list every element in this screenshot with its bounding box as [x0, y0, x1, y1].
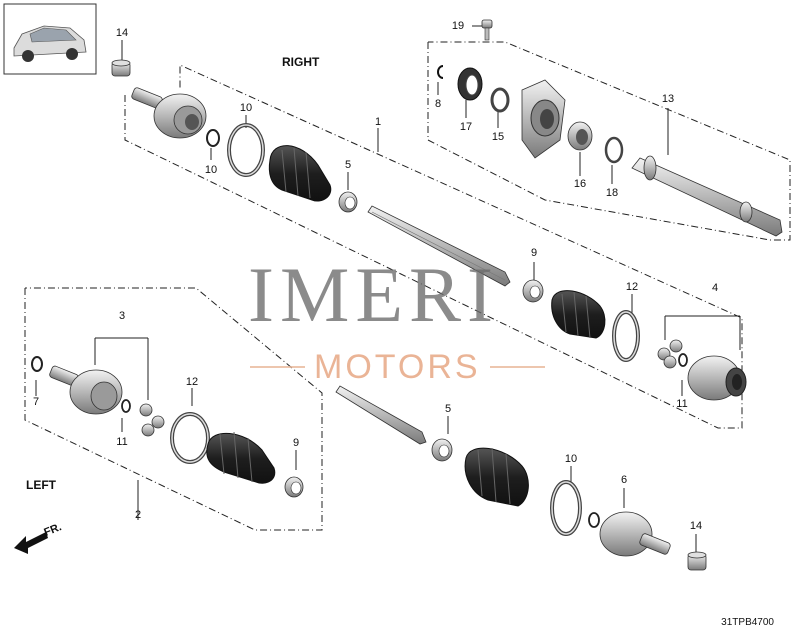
snap-ring-18[interactable]: [604, 136, 624, 164]
callout-2: 2: [134, 509, 142, 521]
inner-housing-right[interactable]: [687, 355, 747, 401]
vehicle-thumbnail-icon: [3, 3, 97, 75]
drawing-code: 31TPB4700: [721, 617, 774, 628]
seal-17[interactable]: [457, 67, 483, 101]
nut-14-top[interactable]: [111, 59, 131, 77]
callout-7: 7: [32, 396, 40, 408]
tripod-joint-left[interactable]: [139, 403, 165, 437]
boot-band-12-left[interactable]: [170, 412, 210, 464]
boot-band-9-right[interactable]: [522, 279, 544, 303]
front-direction-arrow-icon: [14, 532, 48, 554]
watermark-rule-right: [490, 366, 545, 368]
boot-band-10-right-large[interactable]: [227, 123, 265, 177]
outer-cv-joint-right[interactable]: [131, 87, 207, 139]
boot-left-inner[interactable]: [206, 431, 276, 484]
callout-11: 11: [116, 436, 128, 448]
callout-14: 14: [689, 520, 703, 532]
circlip-15[interactable]: [490, 87, 510, 113]
snap-ring-8[interactable]: [437, 65, 444, 79]
callout-17: 17: [459, 121, 473, 133]
callout-9: 9: [530, 247, 538, 259]
boot-right-outer[interactable]: [268, 145, 332, 202]
watermark-main: IMERI: [248, 251, 499, 338]
watermark-rule-left: [250, 366, 305, 368]
shaft-right[interactable]: [367, 205, 511, 287]
outer-cv-joint-6[interactable]: [588, 511, 671, 557]
callout-8: 8: [434, 98, 442, 110]
circlip-11-left[interactable]: [121, 399, 131, 413]
callout-16: 16: [573, 178, 587, 190]
boot-band-10-left[interactable]: [550, 480, 582, 536]
assembly-frame-right: [124, 64, 743, 429]
callout-19: 19: [451, 20, 465, 32]
callout-5: 5: [344, 159, 352, 171]
callout-3: 3: [118, 310, 126, 322]
nut-14-bottom[interactable]: [687, 551, 707, 571]
boot-left-outer[interactable]: [464, 447, 529, 507]
outer-cv-joint-left[interactable]: [49, 365, 123, 415]
callout-12: 12: [185, 376, 199, 388]
assembly-frame-left: [24, 287, 323, 531]
callout-15: 15: [491, 131, 505, 143]
watermark-sub: MOTORS: [314, 348, 481, 386]
boot-band-5-left[interactable]: [431, 438, 453, 462]
circlip-10-right-top[interactable]: [206, 129, 220, 147]
leader-lines: [35, 25, 741, 552]
boot-right-inner[interactable]: [551, 290, 606, 339]
side-label-left: LEFT: [26, 478, 56, 492]
callout-18: 18: [605, 187, 619, 199]
callout-9: 9: [292, 437, 300, 449]
assembly-frame-13: [427, 41, 791, 241]
circlip-11-right[interactable]: [678, 353, 688, 367]
callout-14: 14: [115, 27, 129, 39]
intermediate-shaft-13[interactable]: [631, 155, 783, 237]
side-label-right: RIGHT: [282, 55, 320, 69]
boot-band-12-right[interactable]: [612, 310, 640, 362]
callout-5: 5: [444, 403, 452, 415]
boot-band-9-left[interactable]: [284, 476, 304, 498]
boot-band-5-right[interactable]: [338, 191, 358, 213]
callout-13: 13: [661, 93, 675, 105]
callout-4: 4: [711, 282, 719, 294]
callout-10: 10: [564, 453, 578, 465]
callout-12: 12: [625, 281, 639, 293]
callout-6: 6: [620, 474, 628, 486]
bearing-bracket[interactable]: [521, 79, 566, 159]
bolt-19[interactable]: [481, 19, 493, 41]
callout-11: 11: [676, 398, 688, 410]
shaft-left[interactable]: [335, 385, 427, 445]
bearing-16[interactable]: [567, 121, 593, 151]
tripod-joint-4[interactable]: [657, 339, 683, 369]
circlip-7[interactable]: [31, 356, 43, 372]
callout-10: 10: [204, 164, 218, 176]
callout-1: 1: [374, 116, 382, 128]
callout-10: 10: [239, 102, 253, 114]
